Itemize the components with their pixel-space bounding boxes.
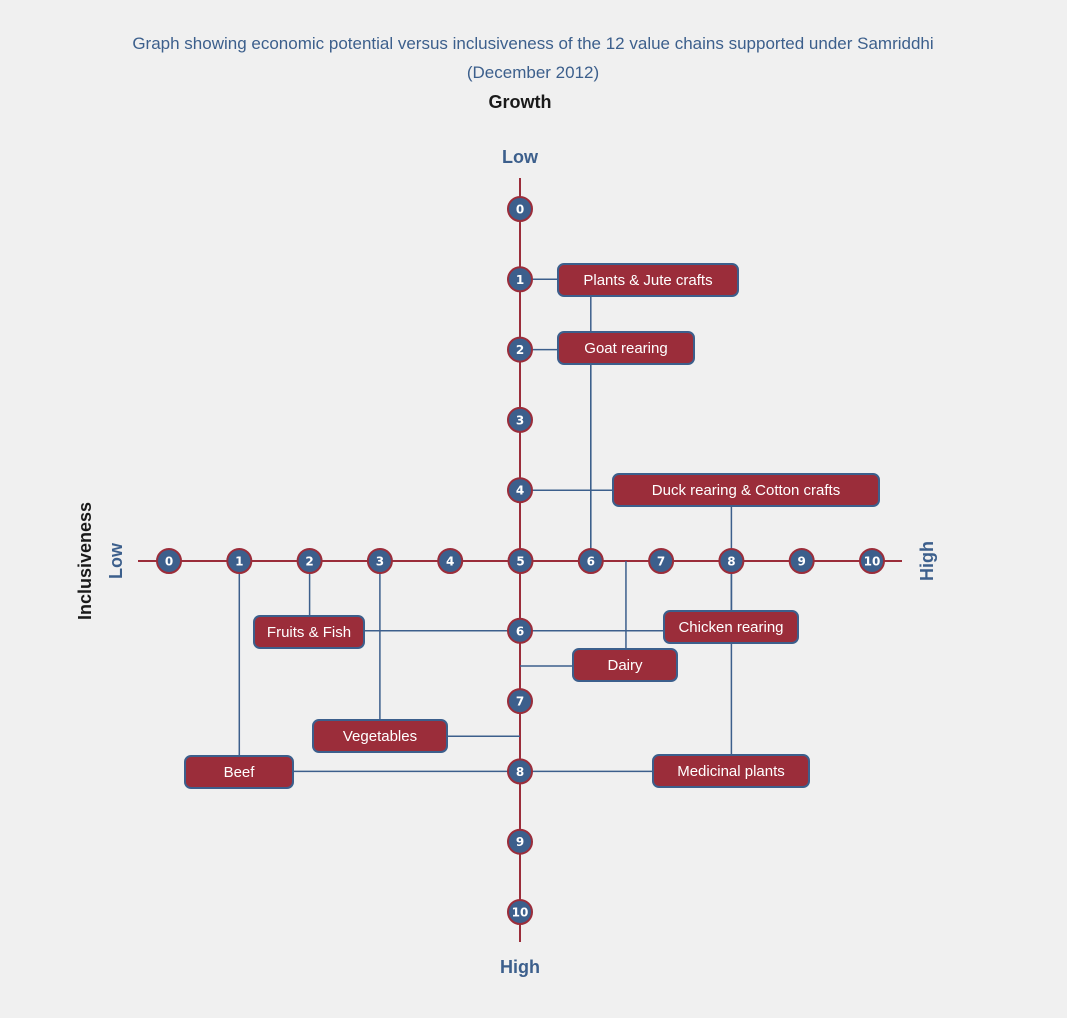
y-tick-label: 6	[516, 624, 524, 638]
x-tick-label: 3	[376, 555, 384, 569]
x-tick-marker	[788, 548, 815, 574]
y-axis-high-label: High	[500, 957, 540, 977]
chart-subtitle: (December 2012)	[467, 63, 599, 82]
value-chain-box: Medicinal plants	[652, 754, 810, 788]
y-tick-marker	[507, 196, 533, 222]
value-chain-label: Duck rearing & Cotton crafts	[652, 482, 840, 499]
value-chain-box: Duck rearing & Cotton crafts	[612, 473, 880, 507]
x-axis-ticks: 0 1 2 3 4 5 6 7 8 9 10	[156, 548, 885, 574]
y-tick-marker	[507, 899, 533, 925]
x-tick-marker	[366, 548, 393, 574]
y-tick-label: 3	[516, 413, 524, 427]
value-chain-label: Goat rearing	[584, 340, 667, 357]
x-tick-marker	[859, 548, 885, 574]
value-chain-box: Dairy	[572, 648, 678, 682]
value-chain-box-bg	[572, 648, 678, 682]
x-tick-marker	[156, 548, 182, 574]
y-tick-marker	[507, 266, 533, 293]
value-chain-label: Medicinal plants	[677, 763, 785, 780]
value-chain-box: Beef	[184, 755, 294, 789]
y-tick-label: 8	[516, 765, 524, 779]
value-chain-label: Plants & Jute crafts	[583, 272, 712, 289]
value-chain-box-bg	[184, 755, 294, 789]
x-tick-label: 2	[305, 555, 313, 569]
x-tick-label: 1	[235, 555, 243, 569]
x-tick-label: 10	[864, 555, 881, 569]
value-chain-box-bg	[557, 331, 695, 365]
value-chain-box: Fruits & Fish	[253, 615, 365, 649]
chart-title: Graph showing economic potential versus …	[132, 34, 933, 53]
x-tick-label: 5	[516, 555, 524, 569]
y-tick-label: 10	[512, 906, 529, 920]
y-tick-marker	[507, 758, 533, 785]
x-tick-marker	[437, 548, 464, 574]
value-chain-box-bg	[312, 719, 448, 753]
y-tick-label: 1	[516, 273, 524, 287]
y-tick-marker	[507, 336, 533, 363]
x-axis-high-label: High	[917, 541, 937, 581]
growth-axis-title: Growth	[489, 92, 552, 112]
value-chain-label: Beef	[224, 764, 256, 781]
y-tick-marker	[507, 828, 533, 855]
x-tick-label: 0	[165, 555, 173, 569]
value-chain-box-bg	[652, 754, 810, 788]
x-tick-marker	[718, 548, 745, 574]
value-chain-box: Goat rearing	[557, 331, 695, 365]
y-tick-label: 0	[516, 203, 524, 217]
y-tick-marker	[507, 617, 533, 644]
x-tick-marker	[507, 548, 534, 574]
y-axis-low-label: Low	[502, 147, 539, 167]
y-axis-ticks: 0 1 2 3 4 6 7 8 9 10	[507, 196, 533, 925]
y-tick-label: 9	[516, 835, 524, 849]
value-chain-box-bg	[663, 610, 799, 644]
x-axis-low-label: Low	[106, 542, 126, 579]
y-tick-marker	[507, 406, 533, 433]
y-tick-marker	[507, 477, 533, 504]
y-tick-label: 4	[516, 484, 524, 498]
value-chain-label: Dairy	[607, 657, 643, 674]
value-chain-box: Plants & Jute crafts	[557, 263, 739, 297]
x-tick-label: 6	[587, 555, 595, 569]
y-tick-marker	[507, 688, 533, 715]
x-tick-marker	[648, 548, 675, 574]
x-tick-marker	[226, 548, 253, 574]
inclusiveness-axis-title: Inclusiveness	[75, 502, 95, 620]
value-chain-box-bg	[612, 473, 880, 507]
x-tick-marker	[577, 548, 604, 574]
x-tick-label: 9	[798, 555, 806, 569]
x-tick-marker	[296, 548, 323, 574]
value-chain-label: Chicken rearing	[678, 619, 783, 636]
x-tick-label: 4	[446, 555, 454, 569]
y-tick-label: 7	[516, 695, 524, 709]
value-chain-box: Chicken rearing	[663, 610, 799, 644]
value-chain-box: Vegetables	[312, 719, 448, 753]
value-chain-label: Vegetables	[343, 728, 417, 745]
value-chain-box-bg	[253, 615, 365, 649]
x-tick-label: 8	[727, 555, 735, 569]
x-tick-label: 7	[657, 555, 665, 569]
value-chain-box-bg	[557, 263, 739, 297]
y-tick-label: 2	[516, 343, 524, 357]
value-chain-label: Fruits & Fish	[267, 624, 351, 641]
